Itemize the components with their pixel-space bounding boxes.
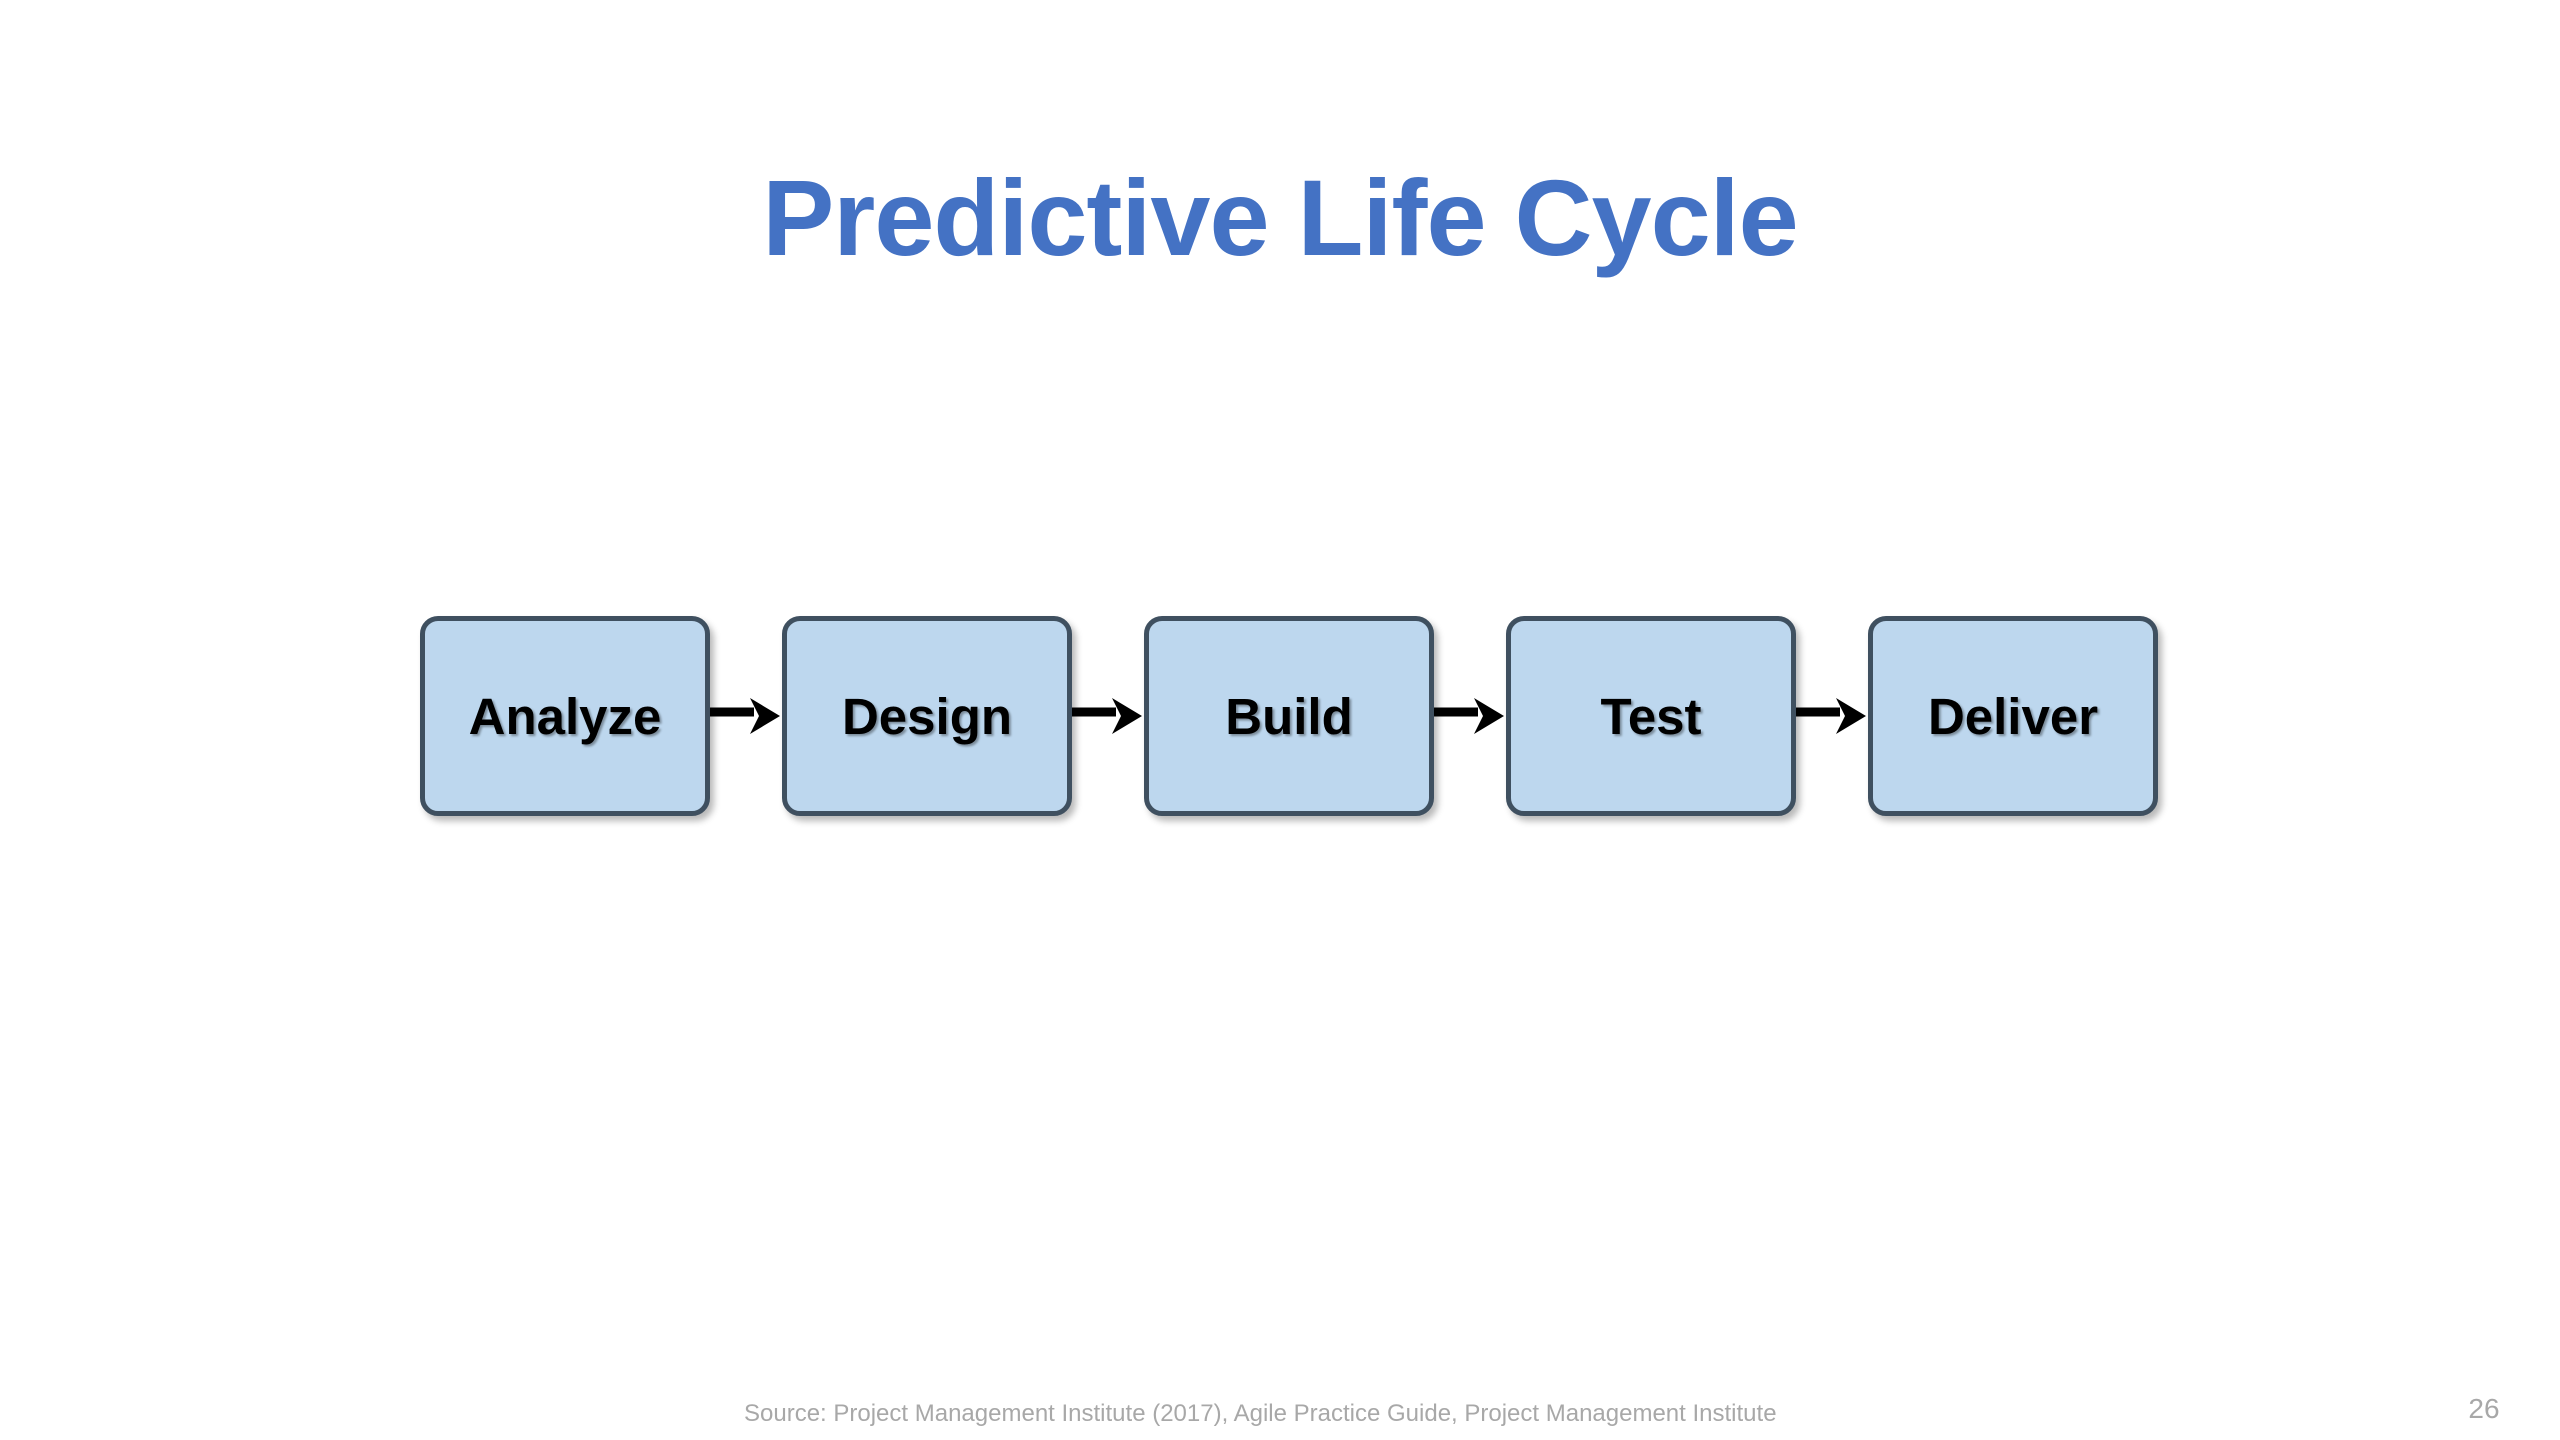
flow-node-build[interactable]: Build [1144,616,1434,816]
page-number: 26 [2468,1393,2500,1424]
arrow-right-icon [1072,689,1144,743]
arrow-right-icon [1796,689,1868,743]
source-citation: Source: Project Management Institute (20… [744,1400,1777,1427]
flow-node-test[interactable]: Test [1506,616,1796,816]
flow-node-deliver[interactable]: Deliver [1868,616,2158,816]
flow-node-label: Test [1600,687,1702,745]
page-title: Predictive Life Cycle [762,157,1798,279]
process-flow-diagram: Analyze Design Build [420,614,2158,818]
flow-node-label: Build [1225,687,1353,745]
flow-node-label: Design [841,687,1013,745]
arrow-right-icon [1434,689,1506,743]
flow-node-analyze[interactable]: Analyze [420,616,710,816]
flow-node-label: Analyze [468,687,662,745]
flow-node-label: Deliver [1927,687,2099,745]
arrow-right-icon [710,689,782,743]
flow-node-design[interactable]: Design [782,616,1072,816]
